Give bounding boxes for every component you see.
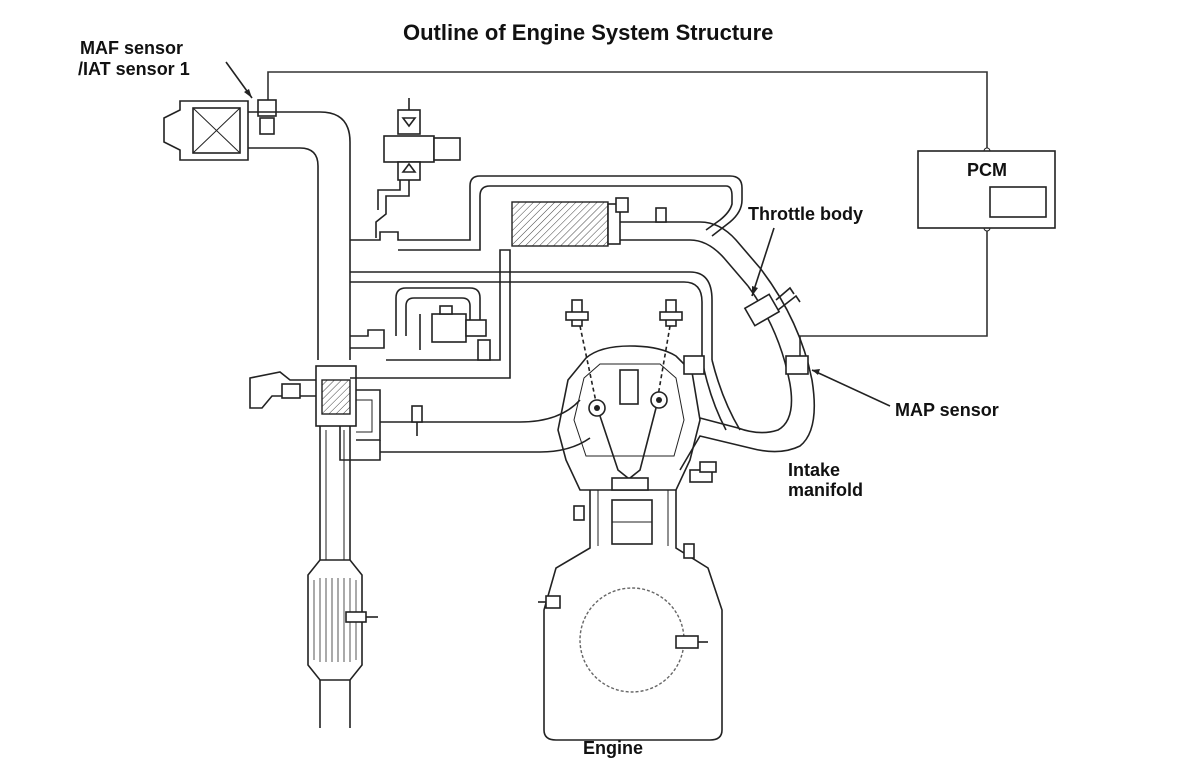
intake-manifold-label-line2: manifold (788, 480, 863, 500)
exhaust-pipe (307, 420, 378, 728)
vacuum-hoses (350, 175, 743, 379)
evap-canister (511, 197, 761, 287)
air-cleaner (163, 100, 249, 161)
engine-block (538, 490, 723, 741)
exhaust-manifold-duct (380, 399, 591, 453)
map-sensor-pointer (811, 369, 891, 407)
map-sensor-label: MAP sensor (895, 400, 999, 420)
pcm-box (917, 150, 1056, 229)
pcm-label: PCM (967, 160, 1007, 180)
pcm-wiring (267, 71, 991, 358)
maf-sensor-label-line2: /IAT sensor 1 (78, 59, 190, 79)
maf-sensor-label-line1: MAF sensor (80, 38, 184, 58)
intake-duct (248, 111, 351, 360)
egr-valve (249, 365, 381, 461)
fuel-injectors (565, 299, 683, 403)
control-solenoid (431, 305, 491, 361)
purge-solenoid (375, 98, 461, 238)
cylinder-head (557, 345, 717, 491)
intake-manifold-label-line1: Intake (788, 460, 841, 480)
diagram-title: Outline of Engine System Structure (403, 20, 774, 45)
engine-label: Engine (583, 738, 644, 758)
throttle-body-label: Throttle body (748, 204, 863, 224)
throttle-body (743, 227, 801, 327)
